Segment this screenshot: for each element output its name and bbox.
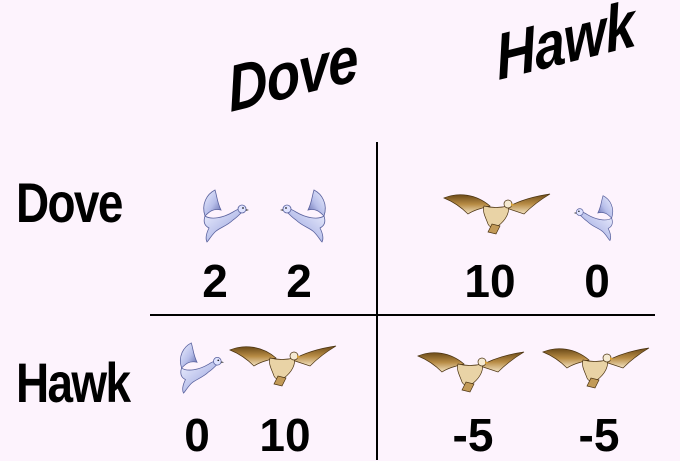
payoff-hawk-dove-row: 0 bbox=[184, 409, 210, 461]
hawk-icon bbox=[229, 344, 337, 388]
payoff-dove-dove-col: 2 bbox=[286, 255, 312, 307]
payoff-dove-dove-row: 2 bbox=[202, 255, 228, 307]
hawk-icon bbox=[417, 350, 525, 394]
column-header-hawk: Hawk bbox=[492, 0, 638, 94]
dove-icon bbox=[193, 186, 251, 248]
row-header-hawk: Hawk bbox=[16, 351, 131, 414]
payoff-dove-hawk-col: 0 bbox=[584, 255, 610, 307]
dove-icon bbox=[572, 190, 622, 248]
row-header-dove: Dove bbox=[16, 171, 123, 234]
payoff-hawk-hawk-col: -5 bbox=[578, 409, 620, 461]
payoff-hawk-dove-col: 10 bbox=[259, 409, 311, 461]
dove-icon bbox=[170, 338, 226, 400]
payoff-dove-hawk-row: 10 bbox=[464, 255, 516, 307]
hawk-icon bbox=[443, 192, 551, 236]
column-header-dove: Dove bbox=[224, 20, 361, 126]
dove-icon bbox=[278, 186, 336, 248]
payoff-hawk-hawk-row: -5 bbox=[452, 409, 494, 461]
hawk-icon bbox=[542, 346, 650, 390]
grid-horizontal-divider bbox=[150, 314, 655, 316]
grid-vertical-divider bbox=[376, 142, 378, 460]
